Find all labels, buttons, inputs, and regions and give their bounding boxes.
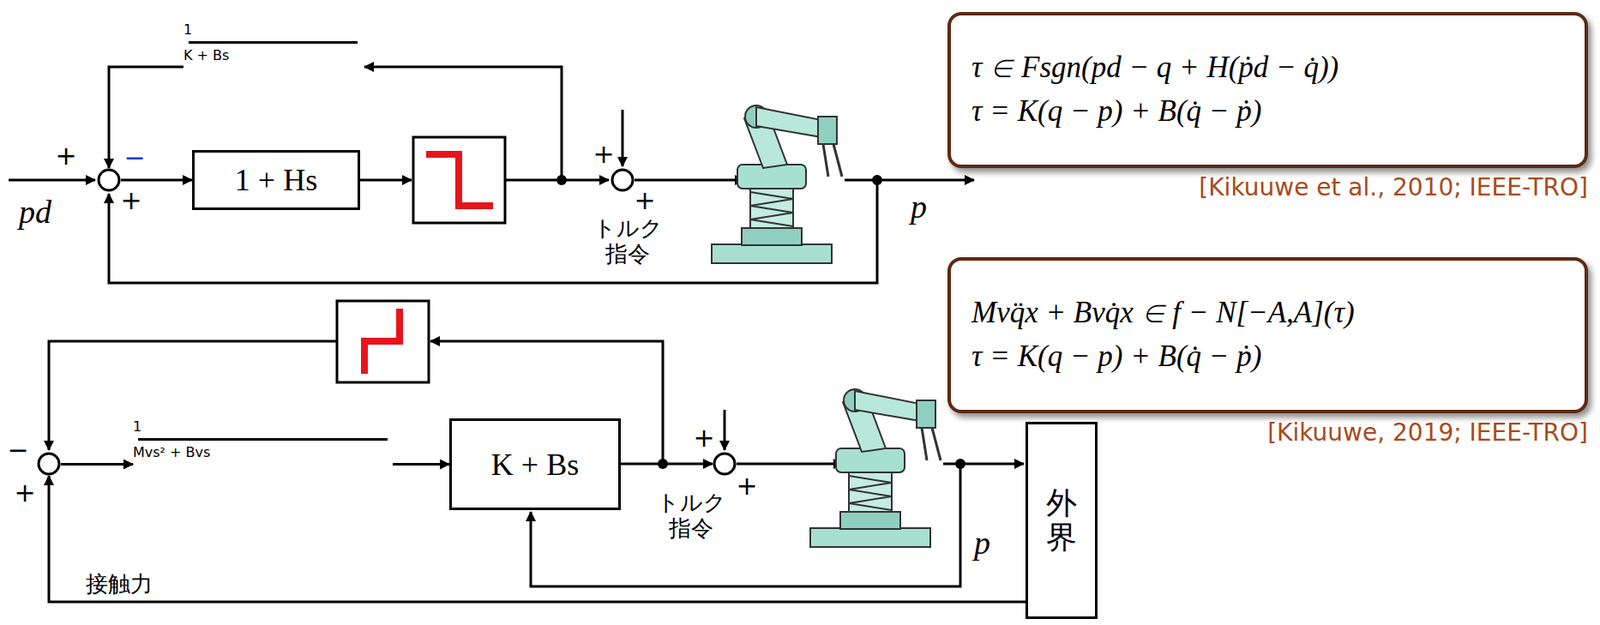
transfer-function-box: K + Bs	[449, 418, 621, 511]
sign-label: +	[120, 187, 142, 214]
sign-label: −	[6, 437, 29, 464]
sign-label: +	[633, 187, 656, 214]
block-label: 1 + Hs	[234, 162, 318, 199]
robot-illustration	[810, 389, 941, 548]
signal-connector	[620, 463, 713, 466]
signal-symbol: pd	[18, 193, 71, 232]
summing-junction: +−+	[96, 168, 121, 193]
signal-connector	[392, 463, 450, 466]
summing-junction: −+	[36, 451, 61, 476]
block-label: 外界	[1046, 486, 1077, 554]
robot-illustration	[711, 105, 843, 264]
edge-label: 接触力	[83, 571, 156, 597]
denominator: K + Bs	[183, 47, 363, 64]
sign-label: +	[735, 473, 758, 500]
junction-circle	[38, 453, 60, 475]
junction-circle	[612, 169, 633, 191]
input-wire	[8, 179, 96, 182]
sign-label: +	[54, 143, 77, 169]
sign-label: −	[123, 144, 145, 171]
summing-junction: ++	[712, 451, 737, 476]
fraction-bar	[188, 41, 358, 44]
block-label: K + Bs	[491, 446, 579, 483]
normal-cone-box	[336, 300, 429, 383]
signal-name: トルク 指令	[652, 490, 730, 542]
disturbance-wire	[723, 409, 727, 451]
signal-symbol: p	[910, 188, 945, 227]
signal-connector	[120, 179, 193, 182]
equation: τ = K(q − p) + B(q̇ − ṗ)	[971, 335, 1564, 379]
feedback-wire	[364, 66, 562, 181]
transfer-function-box: 1 K + Bs	[183, 21, 363, 112]
signal-symbol: p	[974, 524, 1009, 563]
signal-connector	[60, 463, 133, 466]
citation: [Kikuuwe et al., 2010; IEEE-TRO]	[1073, 174, 1588, 202]
equation-box: τ ∈ Fsgn(pd − q + H(ṗd − q̇))τ = K(q − p…	[947, 12, 1588, 169]
denominator: Mvs² + Bvs	[132, 444, 393, 461]
signal-name: トルク 指令	[589, 216, 667, 268]
equation: Mvq̈x + Bvq̇x ∈ f − N[−A,A](τ)	[971, 291, 1564, 336]
junction-circle	[714, 453, 735, 475]
sign-label: +	[592, 141, 614, 168]
numerator: 1	[132, 418, 393, 435]
normal-cone-symbol	[364, 308, 400, 374]
numerator: 1	[183, 21, 363, 38]
equation: τ ∈ Fsgn(pd − q + H(ṗd − q̇))	[971, 46, 1564, 91]
environment-box: 外界	[1025, 421, 1098, 620]
junction-circle	[610, 168, 635, 193]
feedback-wire	[48, 341, 337, 451]
equation: τ = K(q − p) + B(q̇ − ṗ)	[971, 90, 1564, 134]
output-wire	[844, 179, 975, 182]
sign-label: +	[692, 425, 715, 452]
transfer-function-box: 1 + Hs	[192, 150, 361, 211]
junction-circle	[36, 451, 61, 476]
equation-box: Mvq̈x + Bvq̇x ∈ f − N[−A,A](τ)τ = K(q − …	[947, 257, 1588, 414]
summing-junction: ++	[610, 168, 635, 193]
signal-connector	[108, 66, 184, 169]
sign-label: +	[13, 480, 36, 506]
signal-wire	[360, 179, 412, 182]
junction-circle	[712, 451, 737, 476]
fraction-bar	[138, 438, 388, 441]
junction-circle	[98, 169, 120, 191]
torque-command-wire	[736, 463, 843, 466]
junction-circle	[96, 168, 121, 193]
sign-function-symbol	[426, 154, 494, 206]
torque-command-wire	[634, 179, 745, 182]
sign-function-box	[413, 137, 506, 223]
citation: [Kikuuwe, 2019; IEEE-TRO]	[1073, 419, 1588, 447]
disturbance-wire	[621, 109, 625, 167]
transfer-function-box: 1Mvs² + Bvs	[132, 418, 393, 511]
